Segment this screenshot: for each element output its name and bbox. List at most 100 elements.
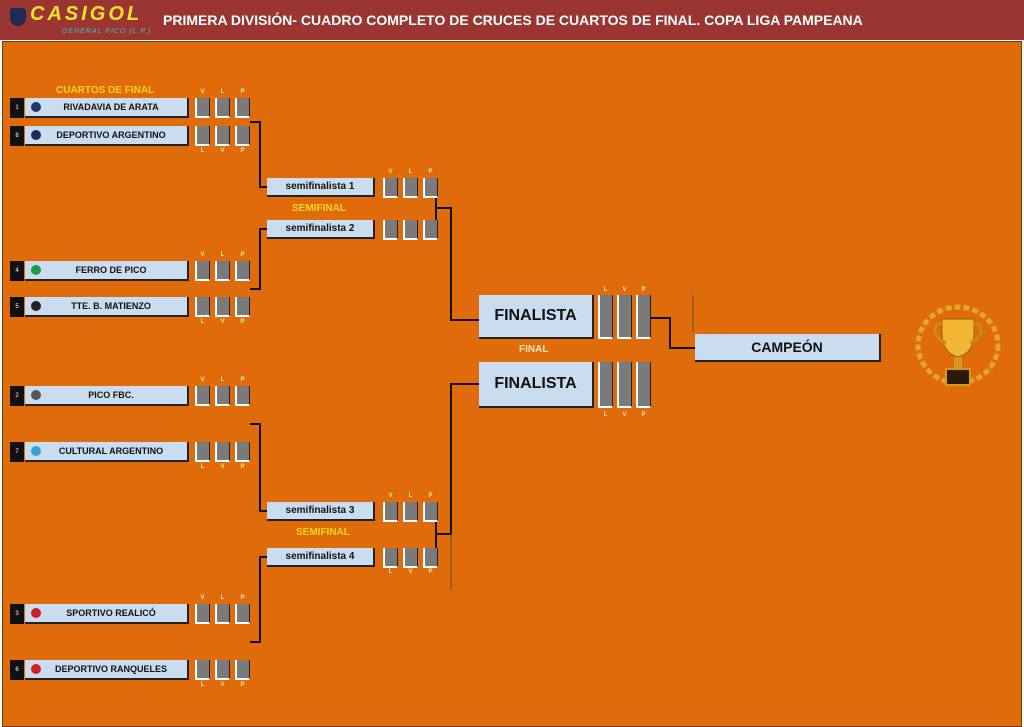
team-name-box[interactable]: PICO FBC. xyxy=(25,386,189,406)
semifinalist-box[interactable]: semifinalista 1 xyxy=(267,178,375,197)
club-shield-icon xyxy=(10,8,26,26)
final-score-box[interactable] xyxy=(598,295,613,339)
team-crest-icon xyxy=(31,446,41,456)
team-score-box[interactable] xyxy=(215,604,230,624)
team-score-box[interactable] xyxy=(215,660,230,680)
semi-score-box[interactable] xyxy=(383,178,398,198)
finalist-1[interactable]: FINALISTA xyxy=(479,295,594,339)
team-score-box[interactable] xyxy=(195,98,210,118)
semi-score-box[interactable] xyxy=(403,220,418,240)
team-seed: 3 xyxy=(10,604,24,624)
quarterfinals-label: CUARTOS DE FINAL xyxy=(56,85,155,96)
team-name: SPORTIVO REALICÓ xyxy=(66,608,156,618)
score-column-label: P xyxy=(240,595,245,601)
team-score-box[interactable] xyxy=(195,442,210,462)
final-score-box[interactable] xyxy=(617,362,632,408)
score-column-label: L xyxy=(220,252,225,258)
team-score-box[interactable] xyxy=(215,386,230,406)
connector xyxy=(425,383,479,558)
team-score-box[interactable] xyxy=(235,442,250,462)
team-score-box[interactable] xyxy=(235,261,250,281)
team-score-box[interactable] xyxy=(235,604,250,624)
team-score-box[interactable] xyxy=(195,297,210,317)
score-column-label: P xyxy=(240,377,245,383)
team-score-box[interactable] xyxy=(215,98,230,118)
team-name-box[interactable]: DEPORTIVO RANQUELES xyxy=(25,660,189,680)
finalist-2[interactable]: FINALISTA xyxy=(479,362,594,408)
score-column-label: L xyxy=(388,569,393,575)
team-name-box[interactable]: FERRO DE PICO xyxy=(25,261,189,281)
score-column-label: V xyxy=(220,319,225,325)
semi-score-box[interactable] xyxy=(423,548,438,568)
team-crest-icon xyxy=(31,301,41,311)
team-name: DEPORTIVO ARGENTINO xyxy=(56,130,166,140)
team-score-box[interactable] xyxy=(215,442,230,462)
score-column-label: L xyxy=(220,377,225,383)
team-score-box[interactable] xyxy=(235,297,250,317)
team-name: DEPORTIVO RANQUELES xyxy=(54,664,167,674)
semifinalist-box[interactable]: semifinalista 2 xyxy=(267,220,375,239)
team-score-box[interactable] xyxy=(195,261,210,281)
score-column-label: V xyxy=(622,412,627,418)
final-score-box[interactable] xyxy=(636,295,651,339)
semi-score-box[interactable] xyxy=(403,548,418,568)
team-score-box[interactable] xyxy=(195,660,210,680)
team-name: RIVADAVIA DE ARATA xyxy=(63,102,159,112)
score-column-label: V xyxy=(200,89,205,95)
team-crest-icon xyxy=(31,664,41,674)
score-column-label: P xyxy=(240,682,245,688)
page-title: PRIMERA DIVISIÓN- CUADRO COMPLETO DE CRU… xyxy=(163,12,863,28)
score-column-label: L xyxy=(220,595,225,601)
semi-score-box[interactable] xyxy=(423,178,438,198)
logo-text: CASIGOL xyxy=(30,3,143,25)
score-column-label: V xyxy=(220,464,225,470)
score-column-label: V xyxy=(220,148,225,154)
team-seed: 1 xyxy=(10,98,24,118)
team-score-box[interactable] xyxy=(195,604,210,624)
champion-box[interactable]: CAMPEÓN xyxy=(695,334,881,362)
semi-score-box[interactable] xyxy=(383,548,398,568)
semi-score-box[interactable] xyxy=(403,502,418,522)
team-score-box[interactable] xyxy=(195,126,210,146)
final-score-box[interactable] xyxy=(598,362,613,408)
team-crest-icon xyxy=(31,130,41,140)
score-column-label: V xyxy=(622,287,627,293)
team-score-box[interactable] xyxy=(215,126,230,146)
final-score-box[interactable] xyxy=(636,362,651,408)
score-column-label: P xyxy=(240,89,245,95)
team-name-box[interactable]: TTE. B. MATIENZO xyxy=(25,297,189,317)
score-column-label: L xyxy=(603,412,608,418)
semifinalist-box[interactable]: semifinalista 4 xyxy=(267,548,375,567)
team-score-box[interactable] xyxy=(215,261,230,281)
team-name-box[interactable]: CULTURAL ARGENTINO xyxy=(25,442,189,462)
team-name-box[interactable]: SPORTIVO REALICÓ xyxy=(25,604,189,624)
team-score-box[interactable] xyxy=(235,660,250,680)
team-score-box[interactable] xyxy=(235,126,250,146)
team-crest-icon xyxy=(31,608,41,618)
score-column-label: L xyxy=(200,464,205,470)
connector xyxy=(250,423,267,512)
team-score-box[interactable] xyxy=(195,386,210,406)
team-name-box[interactable]: DEPORTIVO ARGENTINO xyxy=(25,126,189,146)
semi-score-box[interactable] xyxy=(423,220,438,240)
semi-score-box[interactable] xyxy=(383,502,398,522)
semifinal-label: SEMIFINAL xyxy=(296,527,350,538)
score-column-label: V xyxy=(388,493,393,499)
score-column-label: L xyxy=(200,319,205,325)
team-crest-icon xyxy=(31,390,41,400)
final-label: FINAL xyxy=(519,344,549,355)
final-score-box[interactable] xyxy=(617,295,632,339)
semi-score-box[interactable] xyxy=(423,502,438,522)
semifinal-label: SEMIFINAL xyxy=(292,203,346,214)
team-score-box[interactable] xyxy=(215,297,230,317)
team-score-box[interactable] xyxy=(235,386,250,406)
semi-score-box[interactable] xyxy=(403,178,418,198)
score-column-label: P xyxy=(240,464,245,470)
score-column-label: L xyxy=(200,148,205,154)
team-name-box[interactable]: RIVADAVIA DE ARATA xyxy=(25,98,189,118)
team-seed: 5 xyxy=(10,297,24,317)
header-bar: CASIGOL GENERAL PICO (L.P.) PRIMERA DIVI… xyxy=(0,0,1024,40)
semifinalist-box[interactable]: semifinalista 3 xyxy=(267,502,375,521)
semi-score-box[interactable] xyxy=(383,220,398,240)
team-score-box[interactable] xyxy=(235,98,250,118)
